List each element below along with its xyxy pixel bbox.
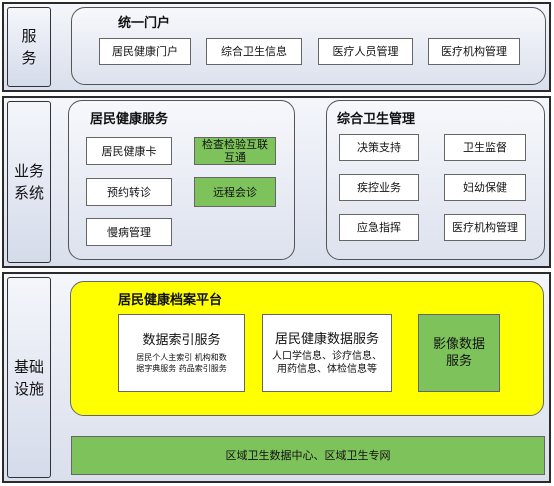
resident-health-card[interactable]: 居民健康卡	[86, 137, 172, 165]
health-data-service-title: 居民健康数据服务	[274, 331, 379, 347]
data-index-service-detail: 居民个人主索引 机构和数据字典服务 药品索引服务	[136, 353, 227, 373]
disease-control[interactable]: 疾控业务	[339, 174, 419, 201]
portal-item-medical-staff[interactable]: 医疗人员管理	[318, 38, 413, 65]
portal-item-resident-health[interactable]: 居民健康门户	[99, 38, 191, 65]
exam-interconnection-label: 检查检验互联互通	[202, 138, 268, 164]
decision-support[interactable]: 决策支持	[339, 134, 419, 161]
health-management-title: 综合卫生管理	[337, 112, 416, 127]
health-supervision[interactable]: 卫生监督	[444, 134, 526, 161]
remote-consultation[interactable]: 远程会诊	[194, 177, 276, 207]
data-index-service-title: 数据索引服务	[142, 333, 221, 348]
infrastructure-layer-label: 基础设施	[7, 277, 51, 478]
exam-interconnection[interactable]: 检查检验互联互通	[194, 137, 276, 165]
institution-management-label: 医疗机构管理	[452, 221, 518, 234]
health-record-platform-title: 居民健康档案平台	[118, 293, 223, 308]
chronic-disease-management[interactable]: 慢病管理	[86, 218, 172, 246]
institution-management[interactable]: 医疗机构管理	[444, 214, 526, 241]
service-label-text: 服务	[21, 27, 37, 67]
health-data-service-detail: 人口学信息、诊疗信息、用药信息、体检信息等	[272, 350, 382, 375]
infrastructure-label-text: 基础设施	[13, 357, 44, 398]
business-label-text: 业务系统	[13, 162, 44, 202]
unified-portal-title: 统一门户	[118, 16, 171, 31]
portal-item-health-info[interactable]: 综合卫生信息	[206, 38, 302, 65]
image-data-service[interactable]: 影像数据服务	[418, 314, 500, 392]
data-index-service[interactable]: 数据索引服务 居民个人主索引 机构和数据字典服务 药品索引服务	[118, 314, 245, 392]
emergency-command[interactable]: 应急指挥	[339, 214, 419, 241]
resident-health-service-title: 居民健康服务	[90, 112, 169, 127]
regional-data-center[interactable]: 区域卫生数据中心、区域卫生专网	[71, 436, 545, 475]
portal-item-medical-institution[interactable]: 医疗机构管理	[428, 38, 520, 65]
image-data-service-label: 影像数据服务	[432, 337, 485, 369]
appointment-referral[interactable]: 预约转诊	[86, 178, 172, 206]
business-layer-label: 业务系统	[7, 101, 51, 263]
maternal-child-health[interactable]: 妇幼保健	[444, 174, 526, 201]
health-data-service[interactable]: 居民健康数据服务 人口学信息、诊疗信息、用药信息、体检信息等	[262, 314, 392, 392]
service-layer-label: 服务	[7, 7, 51, 87]
